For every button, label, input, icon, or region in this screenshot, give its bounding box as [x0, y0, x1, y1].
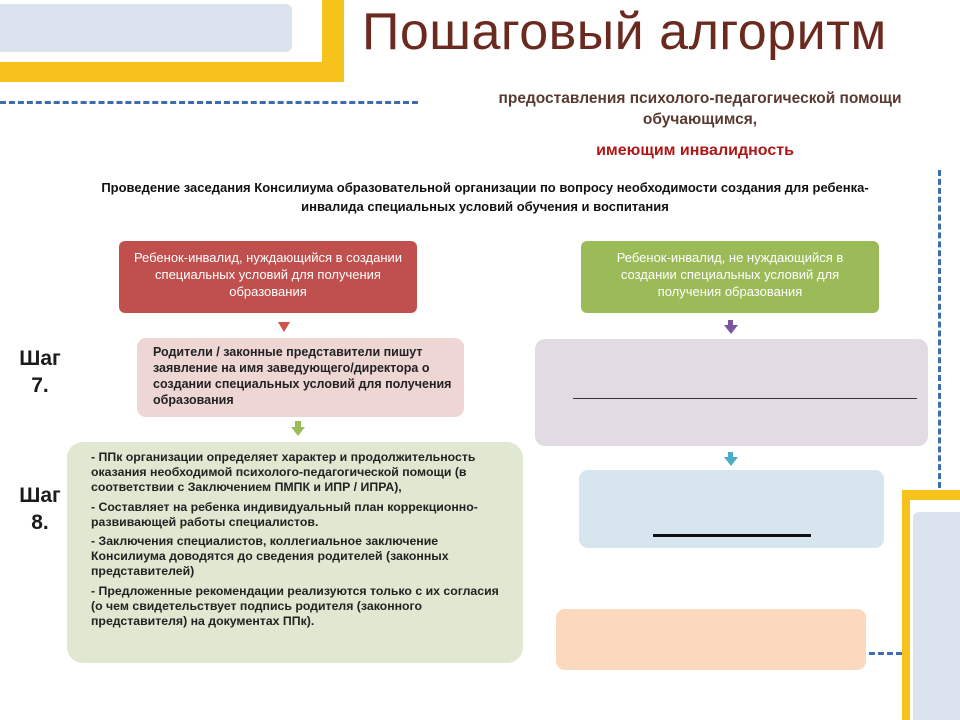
- ppk-action-item: - Составляет на ребенка индивидуальный п…: [91, 499, 478, 529]
- needs-conditions-text: Ребенок-инвалид, нуждающийся в создании …: [133, 250, 403, 299]
- arrow-stem: [295, 421, 301, 427]
- blank-line: [573, 398, 917, 399]
- ppk-action-item: - Предложенные рекомендации реализуются …: [91, 583, 499, 629]
- needs-conditions-box: Ребенок-инвалид, нуждающийся в создании …: [119, 241, 417, 313]
- blank-box-step-8: [579, 470, 884, 548]
- decor-dashed-line-top: [0, 101, 418, 104]
- arrow-stem: [728, 320, 733, 325]
- intro-text: Проведение заседания Консилиума образова…: [101, 180, 869, 214]
- subtitle-line-1: предоставления психолого-педагогической …: [498, 90, 902, 128]
- blank-box-step-7: [535, 339, 928, 446]
- ppk-action-item: - Заключения специалистов, коллегиальное…: [91, 534, 449, 579]
- arrow-down-icon: [724, 325, 738, 334]
- step-8-label: Шаг 8.: [19, 484, 61, 534]
- ppk-action-item: - ППк организации определяет характер и …: [91, 450, 476, 495]
- decor-blue-block-top: [0, 4, 292, 52]
- blank-line: [653, 534, 811, 537]
- arrow-down-icon: [291, 427, 305, 436]
- no-conditions-text: Ребенок-инвалид, не нуждающийся в создан…: [616, 250, 844, 299]
- arrow-down-icon: [278, 322, 290, 332]
- step-7-label: Шаг 7.: [19, 347, 61, 397]
- blank-box-bottom: [556, 609, 866, 670]
- arrow-stem: [728, 452, 733, 457]
- no-conditions-box: Ребенок-инвалид, не нуждающийся в создан…: [581, 241, 879, 313]
- ppk-actions-box: - ППк организации определяет характер и …: [67, 442, 523, 663]
- page-title: Пошаговый алгоритм: [362, 3, 887, 61]
- parents-application-box: Родители / законные представители пишут …: [137, 338, 464, 417]
- decor-dashed-line-right: [938, 170, 941, 488]
- arrow-down-icon: [724, 457, 738, 466]
- subtitle-line-2: имеющим инвалидность: [596, 142, 794, 159]
- parents-application-text: Родители / законные представители пишут …: [153, 345, 452, 407]
- decor-blue-block-bottom: [913, 512, 960, 720]
